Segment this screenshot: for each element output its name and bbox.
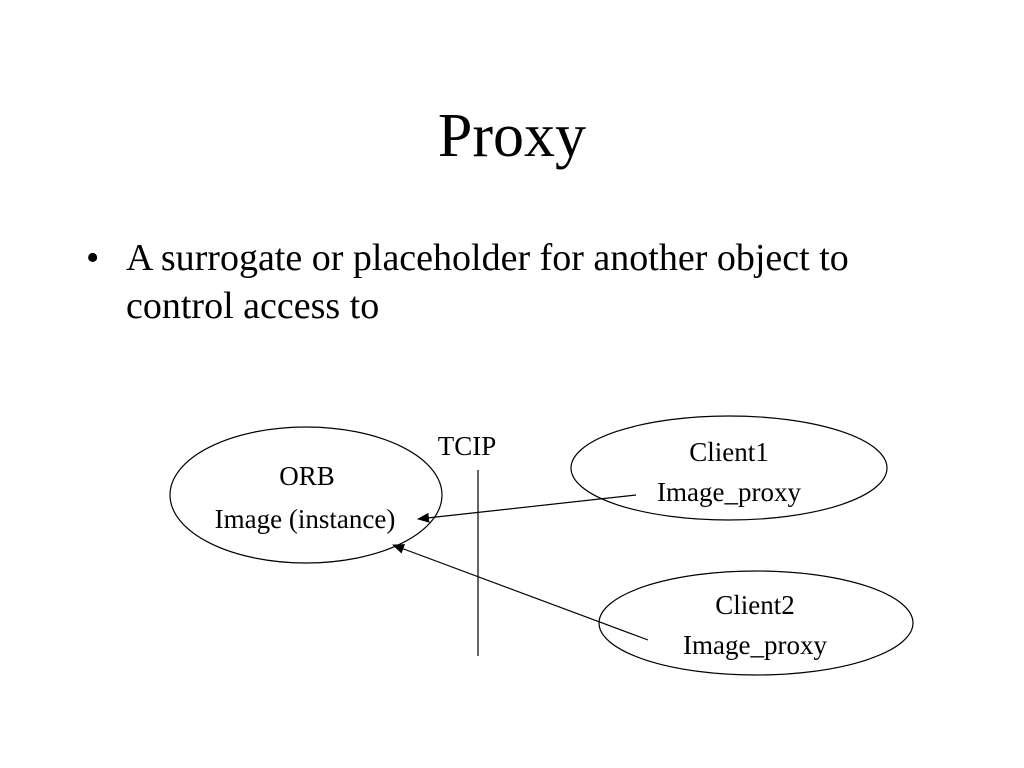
bullet-text: A surrogate or placeholder for another o… (126, 237, 849, 327)
bullet-marker: • (86, 237, 100, 279)
slide-title: Proxy (437, 102, 587, 170)
client2-ellipse (598, 570, 914, 676)
client2-proxy-label: Image_proxy (683, 630, 827, 660)
bullet-list: • A surrogate or placeholder for another… (86, 234, 886, 330)
network-label: TCIP (438, 431, 497, 461)
client1-to-server-arrow (417, 494, 637, 523)
client1-proxy-label: Image_proxy (657, 477, 801, 507)
client1-label: Client1 (689, 437, 769, 467)
orb-server-label: ORB (279, 461, 335, 491)
orb-server-ellipse (169, 426, 443, 564)
orb-server-instance-label: Image (instance) (215, 504, 396, 534)
bullet-item: • A surrogate or placeholder for another… (86, 234, 886, 330)
client1-ellipse (570, 415, 888, 521)
client2-to-server-arrow (392, 544, 649, 641)
client2-label: Client2 (715, 590, 795, 620)
